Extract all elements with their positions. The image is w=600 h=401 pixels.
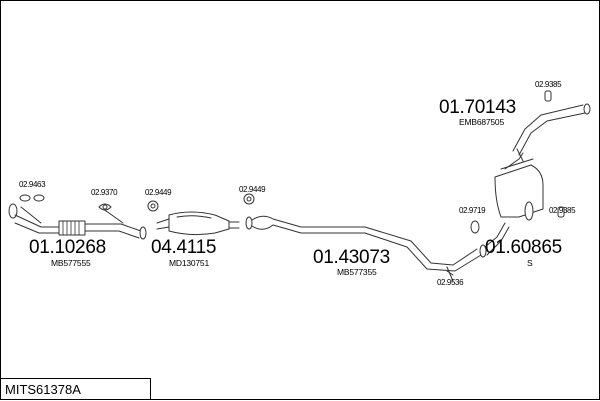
part-number: 01.10268	[29, 237, 106, 258]
fitting-label: 02.9536	[437, 278, 464, 287]
part-number: 01.70143	[439, 97, 516, 118]
diagram-code: MITS61378A	[1, 378, 151, 400]
catalyst-drawing	[156, 211, 240, 236]
part-reference: MB577355	[337, 267, 377, 277]
part-reference: EMB687505	[459, 117, 504, 127]
fitting-label: 02.9385	[549, 206, 576, 215]
fitting-label: 02.9449	[239, 185, 266, 194]
part-number: 04.4115	[151, 237, 217, 258]
part-reference: MD130751	[169, 258, 209, 268]
part-number: 01.60865	[485, 237, 562, 258]
fitting-label: 02.9719	[459, 206, 486, 215]
tail-pipe-drawing	[512, 103, 591, 162]
fittings-drawing	[19, 90, 565, 276]
part-reference: S	[527, 258, 533, 268]
part-reference: MB577555	[51, 258, 91, 268]
fitting-label: 02.9463	[19, 180, 46, 189]
rear-silencer-drawing	[479, 152, 544, 258]
front-pipe-drawing	[8, 203, 147, 240]
fitting-label: 02.9385	[535, 80, 562, 89]
fitting-label: 02.9370	[91, 188, 118, 197]
center-pipe-drawing	[245, 215, 482, 282]
part-number: 01.43073	[313, 247, 390, 268]
fitting-label: 02.9449	[145, 188, 172, 197]
